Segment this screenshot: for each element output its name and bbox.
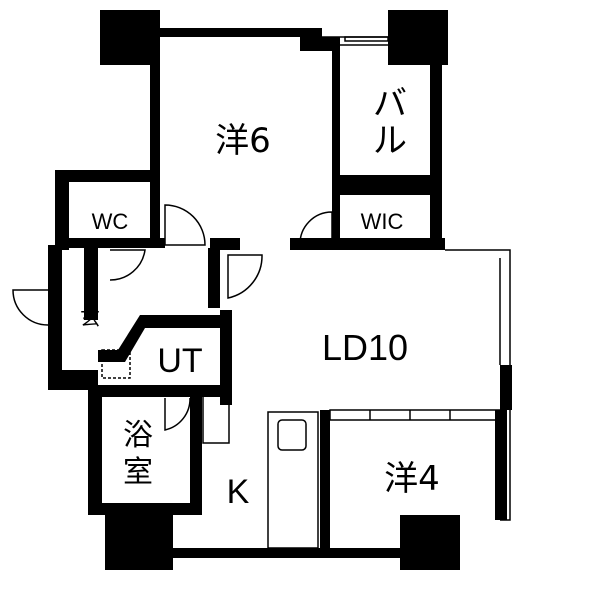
room-label-wc: WC (92, 209, 129, 234)
room-label-kitchen: K (227, 473, 250, 511)
room-label-bath-2: 室 (123, 455, 153, 490)
room-labels: 洋6 バ ル WC WIC 玄 UT LD10 浴 室 K 洋4 (80, 84, 440, 511)
room-label-bath-1: 浴 (123, 418, 153, 453)
room-label-balcony-2: ル (373, 121, 407, 161)
room-label-wic: WIC (361, 209, 404, 234)
windows-and-fixtures (12, 36, 511, 549)
room-label-western-4: 洋4 (384, 459, 440, 499)
room-label-balcony-1: バ (373, 84, 407, 124)
room-label-western-6: 洋6 (215, 121, 271, 161)
room-label-entrance: 玄 (80, 306, 100, 330)
walls (48, 10, 512, 570)
room-label-living-dining: LD10 (322, 327, 408, 368)
room-label-utility: UT (157, 342, 202, 380)
